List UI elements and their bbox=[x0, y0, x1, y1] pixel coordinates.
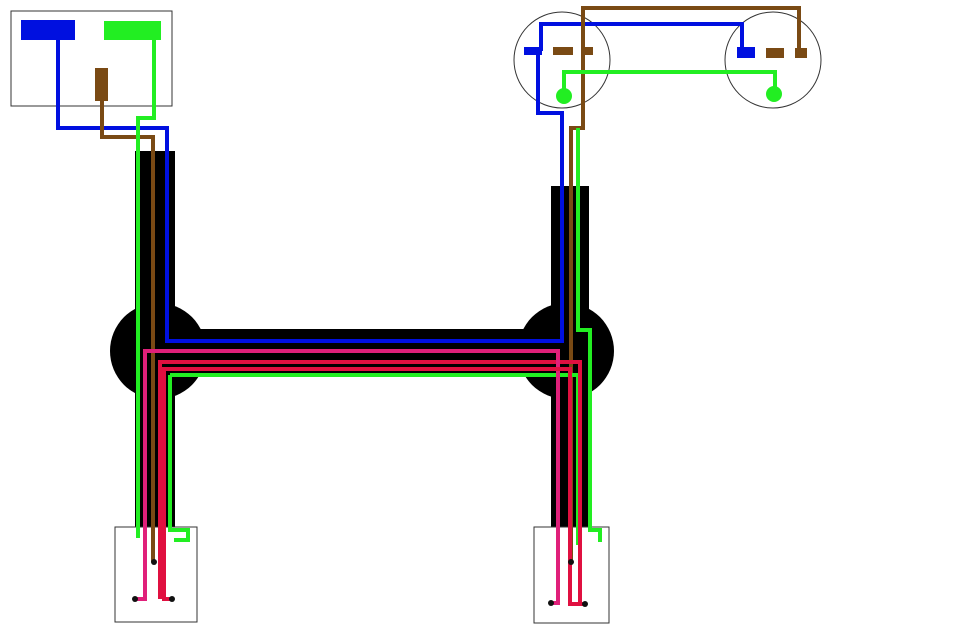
rose-2-neutral-terminal-a bbox=[766, 48, 784, 58]
supply-box bbox=[10, 10, 173, 107]
rose-1-neutral-terminal-b bbox=[581, 47, 593, 55]
switch-1 bbox=[114, 526, 198, 623]
supply-live-terminal bbox=[21, 20, 75, 40]
strapper-wire-2 bbox=[135, 349, 560, 605]
switch-terminals bbox=[132, 559, 588, 607]
switch-1-outline bbox=[114, 526, 198, 623]
rose-2-neutral-terminal-b bbox=[795, 48, 807, 58]
rose-1-neutral-terminal-a bbox=[553, 47, 573, 55]
earth-wire-supply bbox=[136, 40, 156, 538]
wires bbox=[56, 6, 801, 606]
switch-2-common-terminal bbox=[568, 559, 574, 565]
supply-earth-terminal bbox=[104, 21, 161, 40]
red-wire-switch-2 bbox=[162, 367, 585, 606]
switch-1-l2-terminal bbox=[169, 596, 175, 602]
earth-wire-switch-1 bbox=[168, 375, 190, 542]
strapper-wire-1 bbox=[158, 360, 582, 604]
switch-2-l1-terminal bbox=[548, 600, 554, 606]
earth-wire-rose-1 bbox=[562, 70, 777, 96]
earth-wire-horizontal bbox=[170, 373, 580, 545]
live-wire-rose-to-rose bbox=[539, 22, 744, 52]
rose-2-live-terminal bbox=[737, 47, 755, 58]
live-wire-supply-to-rose bbox=[56, 40, 564, 343]
neutral-wire-right bbox=[569, 6, 801, 562]
switch-1-common-terminal bbox=[151, 559, 157, 565]
switch-1-l1-terminal bbox=[132, 596, 138, 602]
rose-1-live-terminal bbox=[524, 47, 542, 55]
earth-wire-right bbox=[576, 128, 602, 542]
switch-2-l2-terminal bbox=[582, 601, 588, 607]
supply-neutral-terminal bbox=[95, 68, 108, 101]
